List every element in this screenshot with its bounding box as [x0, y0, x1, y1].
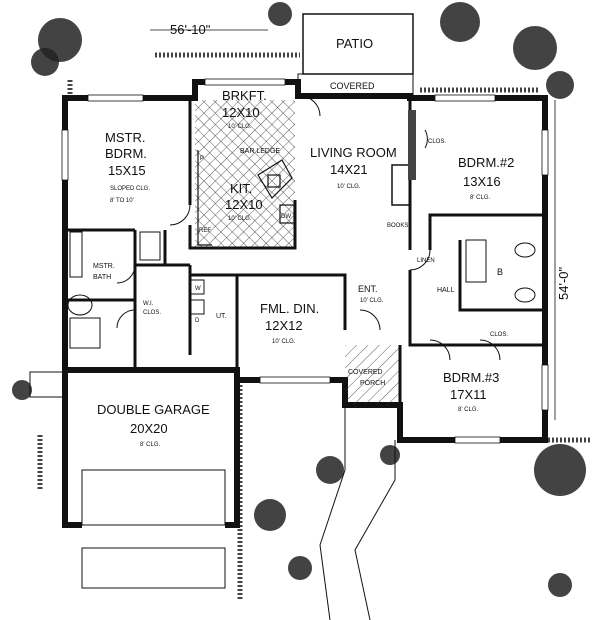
garage-door	[81, 469, 226, 526]
linen-label: LINEN	[417, 258, 435, 264]
master-bath-label-1: MSTR.	[93, 263, 115, 270]
overall-depth-label: 54'-0"	[556, 266, 571, 300]
wic-label-2: CLOS.	[143, 310, 161, 316]
bdrm3-closet-label: CLOS.	[490, 332, 508, 338]
bath-fixtures	[67, 231, 536, 349]
bar-ledge-label: BAR LEDGE	[240, 148, 280, 155]
living-room-ceiling: 10' CLG.	[337, 184, 361, 190]
bath-label: B	[497, 267, 503, 277]
bdrm2-size: 13X16	[463, 174, 501, 189]
hedges	[37, 52, 590, 600]
garage-walls	[62, 370, 240, 528]
master-ceiling-1: SLOPED CLG.	[110, 186, 150, 192]
brkft-name: BRKFT.	[222, 88, 267, 103]
kit-size: 12X10	[225, 197, 263, 212]
bdrm2-closet-label: CLOS.	[428, 139, 446, 145]
front-walk	[319, 405, 396, 620]
covered-patio-label: COVERED	[330, 81, 375, 91]
porch-floor-tile	[345, 345, 400, 405]
bdrm2-ceiling: 8' CLG.	[470, 195, 490, 201]
fml-din-size: 12X12	[265, 318, 303, 333]
garage-size: 20X20	[130, 421, 168, 436]
bdrm3-size: 17X11	[450, 387, 487, 402]
master-ceiling-2: 8' TO 10'	[110, 198, 134, 204]
dw-label: DW	[281, 214, 291, 220]
ref-label: REF	[199, 228, 211, 234]
landscaping	[12, 2, 586, 597]
bdrm2-name: BDRM.#2	[458, 155, 514, 170]
kitchen-floor-tile-cross	[195, 100, 295, 248]
brkft-ceiling: 10' CLG.	[228, 124, 252, 130]
kit-ceiling: 10' CLG.	[228, 216, 252, 222]
porch-label-2: PORCH	[360, 380, 385, 387]
fml-din-name: FML. DIN.	[260, 301, 319, 316]
garage-apron	[81, 547, 226, 589]
brkft-size: 12X10	[222, 105, 260, 120]
living-room-size: 14X21	[330, 162, 368, 177]
master-bedroom-name-2: BDRM.	[105, 146, 147, 161]
bdrm3-ceiling: 8' CLG.	[458, 407, 478, 413]
garage-ceiling: 8' CLG.	[140, 442, 160, 448]
master-bedroom-name-1: MSTR.	[105, 130, 145, 145]
garage-name: DOUBLE GARAGE	[97, 402, 210, 417]
pantry-label: P	[200, 156, 204, 162]
door-swings	[116, 95, 501, 361]
patio-label: PATIO	[336, 36, 373, 51]
overall-width-label: 56'-10"	[170, 22, 211, 37]
side-stoop	[29, 371, 66, 398]
bookshelf	[408, 110, 416, 180]
utility-label: UT.	[216, 313, 227, 320]
windows	[61, 78, 549, 444]
master-bedroom-size: 15X15	[108, 163, 146, 178]
kitchen-counters	[197, 150, 295, 246]
washer-label: W	[195, 286, 201, 292]
living-room-name: LIVING ROOM	[310, 145, 397, 160]
dryer-label: D	[195, 318, 200, 324]
hall-label: HALL	[437, 287, 455, 294]
fireplace	[391, 164, 411, 206]
master-bath-label-2: BATH	[93, 274, 111, 281]
kit-name: KIT.	[230, 181, 252, 196]
fml-din-ceiling: 10' CLG.	[272, 339, 296, 345]
wic-label-1: W.I.	[143, 301, 154, 307]
entry-ceiling: 10' CLG.	[360, 298, 384, 304]
bdrm3-name: BDRM.#3	[443, 370, 499, 385]
interior-walls	[65, 98, 545, 405]
books-label: BOOKS	[387, 223, 408, 229]
porch-label-1: COVERED	[348, 369, 383, 376]
entry-name: ENT.	[358, 284, 378, 294]
